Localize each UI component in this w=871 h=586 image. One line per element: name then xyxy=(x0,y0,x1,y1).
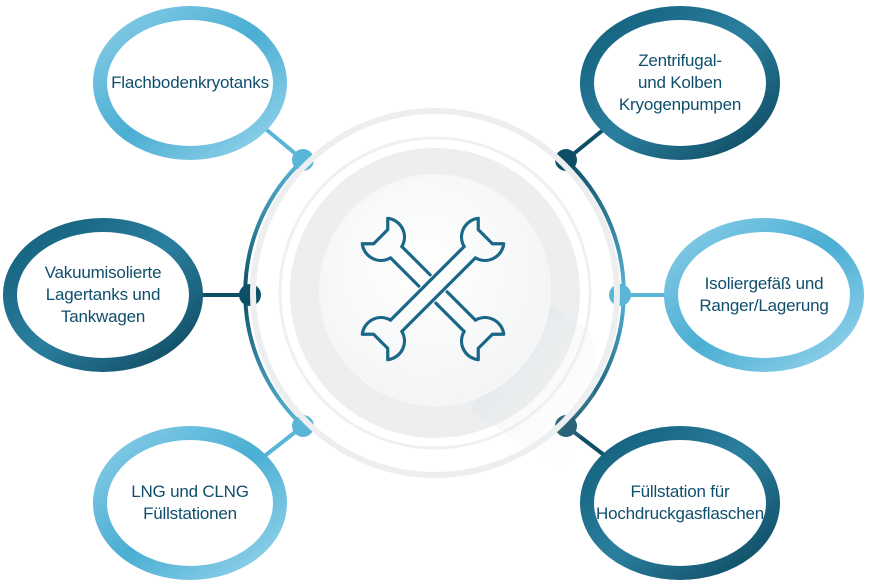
node-label-mid-right: Isoliergefäß und Ranger/Lagerung xyxy=(699,274,829,315)
node-label-top-right: Zentrifugal- und Kolben Kryogenpumpen xyxy=(618,51,742,114)
node-label-mid-left: Vakuumisolierte Lagertanks und Tankwagen xyxy=(44,263,162,326)
connector-dot-top-right xyxy=(555,149,577,171)
center-outer-ring xyxy=(250,108,620,478)
node-label-bottom-left: LNG und CLNG Füllstationen xyxy=(131,482,249,523)
bubble-top-left xyxy=(93,6,287,160)
bubble-bottom-right xyxy=(580,426,780,580)
node-label-bottom-right: Füllstation für Hochdruckgasflaschen xyxy=(596,482,764,523)
bubble-mid-right xyxy=(664,218,864,372)
bubble-bottom-left xyxy=(93,426,287,580)
center-inner-ring xyxy=(278,136,592,450)
bubble-mid-left xyxy=(3,218,203,372)
connector-dot-mid-left xyxy=(239,284,261,306)
node-label-top-left: Flachbodenkryotanks xyxy=(111,73,269,92)
center-disc-shadow xyxy=(470,300,596,470)
connector-dot-mid-right xyxy=(609,284,631,306)
bubble-top-right xyxy=(580,6,780,160)
center-disc xyxy=(319,174,551,406)
crossed-wrenches-icon xyxy=(360,216,506,362)
